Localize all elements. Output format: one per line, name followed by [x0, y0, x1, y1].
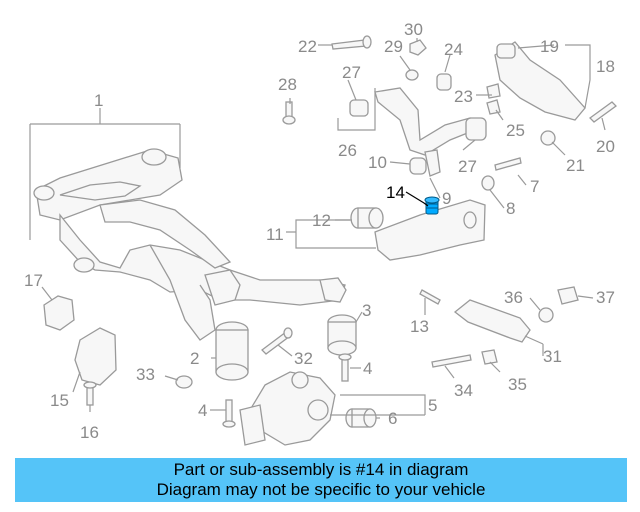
callout-35[interactable]: 35 [508, 375, 527, 394]
callout-25[interactable]: 25 [506, 121, 525, 140]
callout-34[interactable]: 34 [454, 381, 473, 400]
bushing-12 [350, 207, 384, 229]
callout-14[interactable]: 14 [386, 183, 405, 202]
callout-labels: 1 2 3 4 4 5 6 7 8 9 10 11 12 13 14 15 16… [24, 20, 615, 442]
callout-22[interactable]: 22 [298, 37, 317, 56]
bolt-16 [83, 381, 97, 406]
bolt-7 [494, 157, 522, 171]
mount-15 [74, 327, 117, 386]
callout-27-upper[interactable]: 27 [342, 63, 361, 82]
bushing-10 [409, 157, 427, 175]
callout-4-upper[interactable]: 4 [363, 359, 372, 378]
callout-32[interactable]: 32 [294, 349, 313, 368]
callout-5[interactable]: 5 [428, 396, 437, 415]
clip-23 [486, 83, 501, 99]
callout-4-lower[interactable]: 4 [198, 401, 207, 420]
callout-19[interactable]: 19 [540, 37, 559, 56]
bushing-2 [215, 321, 249, 381]
bolt-4-lower [222, 399, 236, 428]
callout-13[interactable]: 13 [410, 317, 429, 336]
trailing-arm-18 [494, 41, 586, 121]
bushing-17 [43, 295, 75, 331]
callout-33[interactable]: 33 [136, 365, 155, 384]
callout-30[interactable]: 30 [404, 20, 423, 39]
rear-subframe [33, 148, 347, 341]
bolt-22 [331, 35, 372, 50]
callout-2[interactable]: 2 [190, 349, 199, 368]
bolt-20 [589, 101, 617, 123]
bushing-21 [540, 130, 556, 146]
bushing-27-upper [349, 99, 369, 117]
callout-31[interactable]: 31 [543, 347, 562, 366]
bolt-34 [431, 354, 472, 368]
callout-27-lower[interactable]: 27 [458, 157, 477, 176]
nut-33 [175, 375, 193, 389]
callout-21[interactable]: 21 [566, 156, 585, 175]
callout-12[interactable]: 12 [312, 211, 331, 230]
callout-1[interactable]: 1 [94, 91, 103, 110]
washer-29 [405, 69, 419, 81]
bushing-3 [327, 314, 357, 356]
bolt-13 [419, 289, 441, 305]
bushing-6 [345, 408, 377, 428]
callout-3[interactable]: 3 [362, 301, 371, 320]
callout-29[interactable]: 29 [384, 37, 403, 56]
bushing-24 [436, 73, 452, 91]
nut-30 [409, 39, 427, 56]
callout-17[interactable]: 17 [24, 271, 43, 290]
washer-36 [538, 307, 554, 323]
callout-16[interactable]: 16 [80, 423, 99, 442]
bolt-32 [261, 327, 293, 355]
callout-9[interactable]: 9 [442, 189, 451, 208]
washer-8 [481, 175, 495, 191]
banner-line-1: Part or sub-assembly is #14 in diagram [173, 460, 469, 479]
parts-diagram: 1 2 3 4 4 5 6 7 8 9 10 11 12 13 14 15 16… [24, 20, 617, 446]
callout-36[interactable]: 36 [504, 288, 523, 307]
callout-24[interactable]: 24 [444, 40, 463, 59]
banner-line-2: Diagram may not be specific to your vehi… [156, 480, 486, 499]
rear-knuckle [239, 371, 336, 446]
bolt-28 [282, 101, 296, 125]
callout-20[interactable]: 20 [596, 137, 615, 156]
callout-10[interactable]: 10 [368, 153, 387, 172]
callout-7[interactable]: 7 [530, 177, 539, 196]
bracket-9 [424, 149, 441, 177]
nut-35 [481, 349, 498, 365]
callout-6[interactable]: 6 [388, 409, 397, 428]
callout-15[interactable]: 15 [50, 391, 69, 410]
callout-28[interactable]: 28 [278, 75, 297, 94]
lower-control-arm [374, 199, 486, 261]
leader-lines [29, 38, 606, 419]
callout-18[interactable]: 18 [596, 57, 615, 76]
bushing-27-lower [465, 117, 487, 141]
callout-37[interactable]: 37 [596, 288, 615, 307]
callout-23[interactable]: 23 [454, 87, 473, 106]
bolt-4-upper [338, 353, 352, 382]
nut-37 [557, 286, 579, 305]
callout-8[interactable]: 8 [506, 199, 515, 218]
callout-26[interactable]: 26 [338, 141, 357, 160]
bolt-14-highlighted[interactable] [424, 196, 440, 215]
info-banner: Part or sub-assembly is #14 in diagram D… [15, 458, 627, 502]
callout-11[interactable]: 11 [266, 225, 284, 244]
